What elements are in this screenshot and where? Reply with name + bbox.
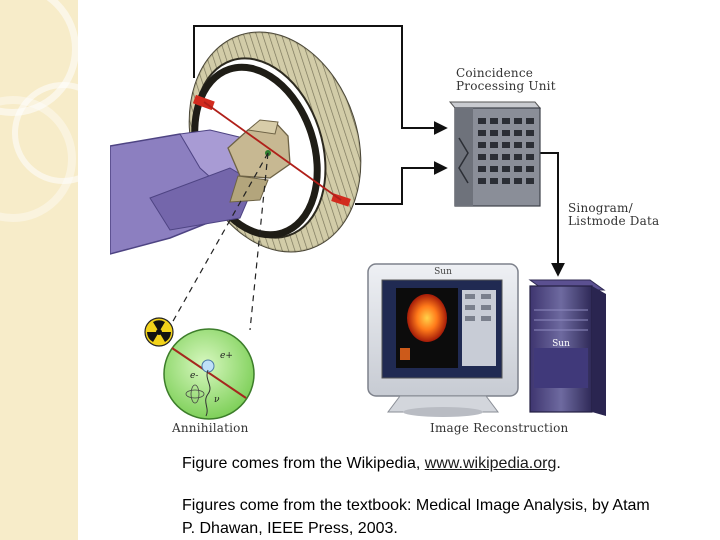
reconstruction-monitor: Sun [367,263,519,417]
sinogram-label-line2: Listmode Data [568,214,660,228]
coincidence-label-line2: Processing Unit [456,79,556,93]
coincidence-unit-label: Coincidence Processing Unit [456,67,556,93]
reconstruction-tower: Sun [528,279,606,416]
sinogram-label-line1: Sinogram/ [568,201,633,215]
textbook-caption: Figures come from the textbook: Medical … [182,494,712,540]
positron-label: e+ [220,351,233,361]
wikipedia-link[interactable]: www.wikipedia.org [424,455,557,472]
electron-label: e- [190,371,198,381]
monitor-brand-logo: Sun [434,267,452,277]
tower-brand-logo: Sun [552,339,570,349]
coincidence-label-line1: Coincidence [456,66,534,80]
caption-line3: P. Dhawan, IEEE Press, 2003. [182,520,398,537]
wikipedia-caption: Figure comes from the Wikipedia, www.wik… [182,452,561,475]
caption-line2: Figures come from the textbook: Medical … [182,497,650,514]
patient-figure [110,119,291,255]
image-reconstruction-label: Image Reconstruction [430,421,569,435]
neutrino-label: ν [214,395,220,405]
annihilation-inset: e+ e- ν [163,328,255,420]
caption-line1-period: . [556,455,561,472]
annihilation-label: Annihilation [172,421,249,435]
radiation-warning-icon [144,317,174,347]
pet-scanner-diagram: Sun Sun e+ e- ν [110,25,606,420]
data-flow-arrows [193,25,565,277]
decorative-side-band [0,0,78,540]
sinogram-label: Sinogram/ Listmode Data [568,202,659,228]
caption-line1-text: Figure comes from the Wikipedia, [182,455,425,472]
coincidence-processing-unit [448,101,542,207]
line-of-response [203,101,342,201]
